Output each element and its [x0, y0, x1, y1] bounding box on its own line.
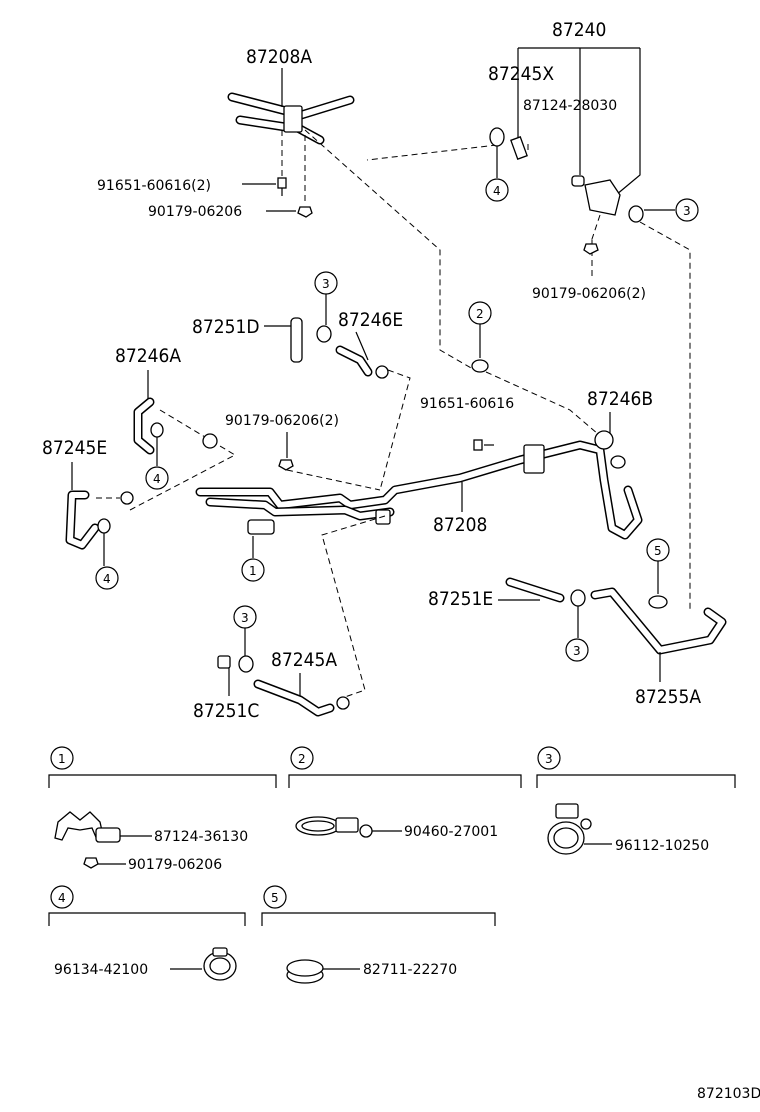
- label-87251c: 87251C: [193, 700, 259, 722]
- hose-87245x: [510, 136, 528, 160]
- svg-text:3: 3: [241, 611, 249, 625]
- label-91651-60616: 91651-60616: [420, 396, 514, 412]
- valve-assembly-87208a: [227, 92, 355, 145]
- label-87240: 87240: [552, 19, 606, 41]
- bolt-91651: [277, 177, 287, 196]
- legend-box-3: 3 96112-10250: [536, 746, 736, 855]
- svg-text:1: 1: [249, 564, 257, 578]
- label-87208: 87208: [433, 514, 487, 536]
- svg-text:1: 1: [58, 752, 66, 766]
- svg-text:5: 5: [271, 891, 279, 905]
- svg-text:3: 3: [573, 644, 581, 658]
- svg-text:3: 3: [683, 204, 691, 218]
- clamp-96134-top: [489, 127, 505, 147]
- label-90179-06206-a: 90179-06206: [148, 204, 242, 220]
- legend-box-2: 2 90460-27001: [288, 746, 522, 840]
- svg-text:3: 3: [545, 752, 553, 766]
- label-91651-60616-2: 91651-60616(2): [97, 178, 211, 194]
- callout-4-lower: [95, 566, 119, 590]
- svg-text:96134-42100: 96134-42100: [54, 962, 148, 978]
- svg-text:5: 5: [654, 544, 662, 558]
- nut-90179-a: [297, 206, 313, 218]
- label-87124-28030: 87124-28030: [523, 98, 617, 114]
- legend-box-5: 5 82711-22270: [261, 885, 496, 984]
- callout-1: [241, 558, 265, 582]
- callout-4-top: [485, 178, 509, 202]
- callout-3-lowright: [565, 638, 589, 662]
- pipe-87251d: [290, 317, 303, 363]
- label-87255a: 87255A: [635, 686, 701, 708]
- svg-text:4: 4: [58, 891, 66, 905]
- label-87245x: 87245X: [488, 63, 554, 85]
- legend-box-4: 4 96134-42100: [48, 885, 246, 981]
- svg-text:2: 2: [476, 307, 484, 321]
- label-90179-06206-2a: 90179-06206(2): [532, 286, 646, 302]
- svg-text:4: 4: [153, 472, 161, 486]
- clamp-90460-mid: [471, 359, 489, 373]
- diagram-code: 872103D: [697, 1086, 760, 1102]
- label-87251e: 87251E: [428, 588, 493, 610]
- pipe-87208: [195, 440, 643, 540]
- svg-text:3: 3: [322, 277, 330, 291]
- svg-text:90179-06206: 90179-06206: [128, 857, 222, 873]
- callout-4-left: [145, 466, 169, 490]
- svg-text:96112-10250: 96112-10250: [615, 838, 709, 854]
- legend-box-1: 1 87124-36130 90179-06206: [48, 746, 277, 873]
- label-87245e: 87245E: [42, 437, 107, 459]
- svg-text:87124-36130: 87124-36130: [154, 829, 248, 845]
- label-90179-06206-2b: 90179-06206(2): [225, 413, 339, 429]
- label-87246a: 87246A: [115, 345, 181, 367]
- svg-text:4: 4: [493, 184, 501, 198]
- svg-text:2: 2: [298, 752, 306, 766]
- label-87246b: 87246B: [587, 388, 653, 410]
- svg-text:4: 4: [103, 572, 111, 586]
- label-87246e: 87246E: [338, 309, 403, 331]
- label-87208a: 87208A: [246, 46, 312, 68]
- label-87251d: 87251D: [192, 316, 260, 338]
- callout-3-topright: [675, 198, 699, 222]
- svg-text:90460-27001: 90460-27001: [404, 824, 498, 840]
- nut-90179-b: [583, 243, 599, 255]
- valve-87240: [571, 175, 621, 216]
- label-87245a: 87245A: [271, 649, 337, 671]
- svg-text:82711-22270: 82711-22270: [363, 962, 457, 978]
